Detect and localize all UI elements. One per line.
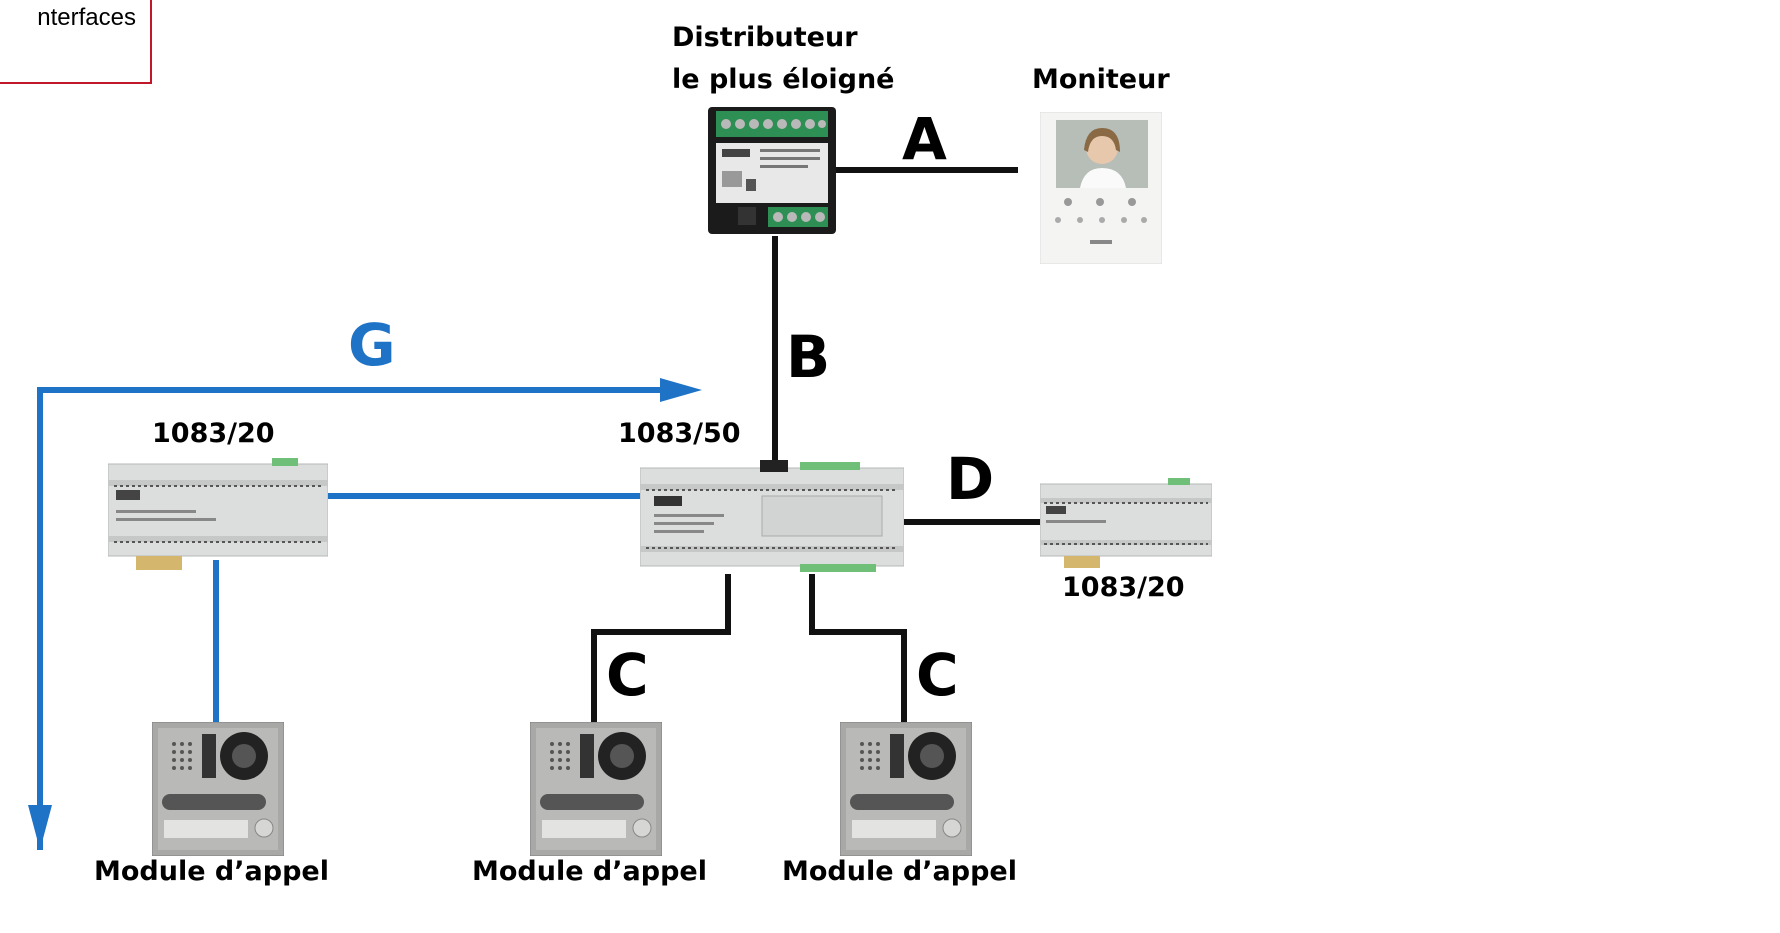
legend-box: nterfaces [0,0,152,84]
power-supply-left-device [107,458,329,570]
call-module-2-device [529,721,663,857]
wire-c-left [591,574,731,722]
power-supply-right-label: 1083/20 [1062,572,1185,603]
call-module-1-label: Module d’appel [94,856,329,887]
segment-d-label: D [946,445,995,513]
segment-b-label: B [786,323,831,391]
wire-g [37,387,668,850]
segment-g-label: G [348,311,396,379]
power-supply-left-label: 1083/20 [152,418,275,449]
segment-c-right-label: C [916,641,959,709]
call-module-2-label: Module d’appel [472,856,707,887]
riser-adapter-device [639,460,905,574]
monitor-label: Moniteur [1032,64,1170,95]
monitor-device [1039,111,1163,265]
call-module-1-device [151,721,285,857]
wire-c-right [809,574,907,722]
power-supply-right-device [1039,478,1213,568]
riser-adapter-label: 1083/50 [618,418,741,449]
g-arrow-right [660,378,702,402]
call-module-3-label: Module d’appel [782,856,1017,887]
segment-a-label: A [902,105,947,173]
legend-text: nterfaces [37,4,136,31]
call-module-3-device [839,721,973,857]
distributor-label-line2: le plus éloigné [672,64,895,95]
distributor-device [708,107,836,234]
g-arrow-down [28,805,52,850]
distributor-label-line1: Distributeur [672,22,858,53]
segment-c-left-label: C [606,641,649,709]
